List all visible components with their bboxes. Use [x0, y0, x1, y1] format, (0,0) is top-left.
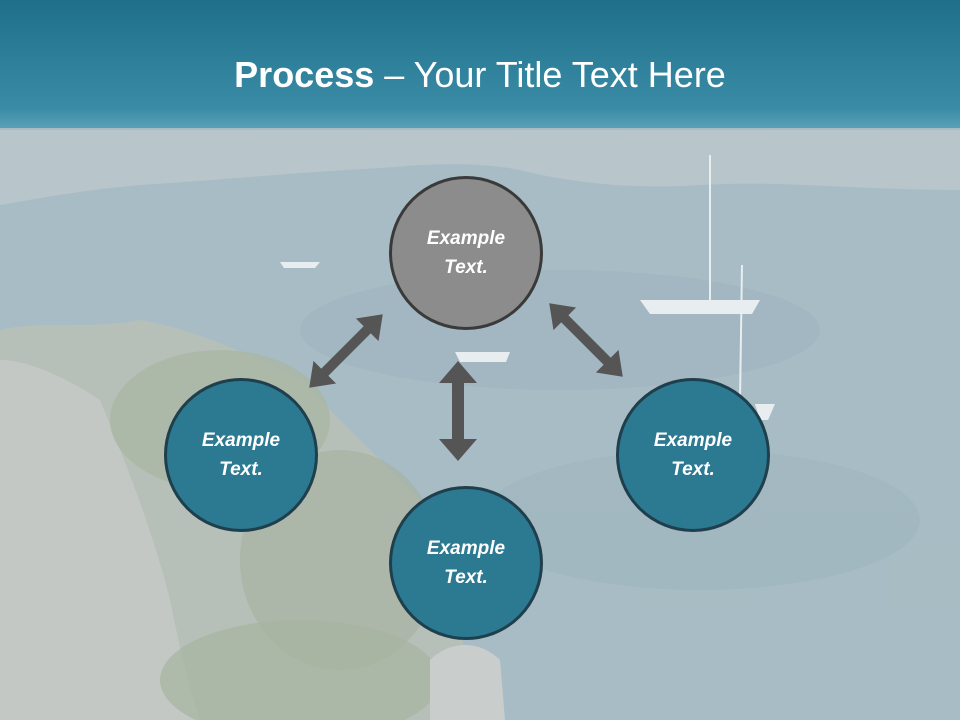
- process-node-right[interactable]: Example Text.: [616, 378, 770, 532]
- arrow-vertical: [439, 361, 477, 461]
- arrow-top-right: [549, 303, 623, 377]
- node-right-label: Example Text.: [653, 430, 733, 480]
- process-node-bottom[interactable]: Example Text.: [389, 486, 543, 640]
- node-top-label: Example Text.: [426, 228, 506, 278]
- title-rest: – Your Title Text Here: [374, 54, 726, 95]
- arrow-top-left: [309, 314, 383, 388]
- node-bottom-label: Example Text.: [426, 538, 506, 588]
- process-node-top[interactable]: Example Text.: [389, 176, 543, 330]
- title-bold: Process: [234, 54, 375, 95]
- slide-title: Process – Your Title Text Here: [0, 52, 960, 98]
- node-left-label: Example Text.: [201, 430, 281, 480]
- process-node-left[interactable]: Example Text.: [164, 378, 318, 532]
